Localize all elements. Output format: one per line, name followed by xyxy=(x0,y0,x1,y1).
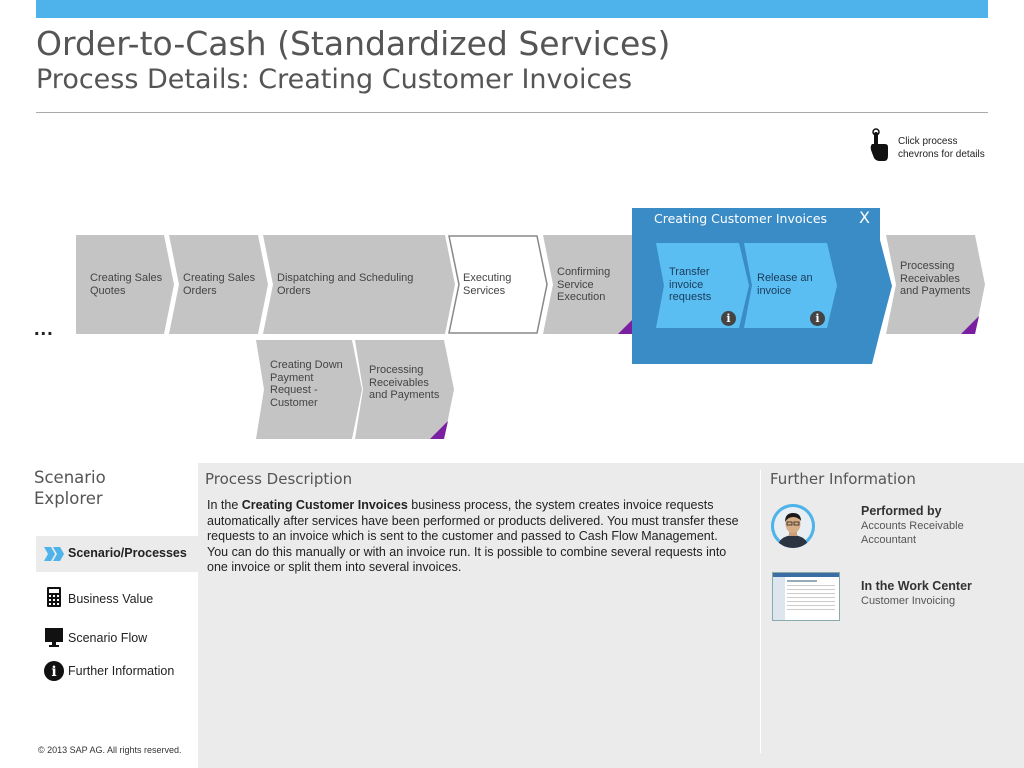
nav-label: Scenario Flow xyxy=(68,631,148,645)
chevron-label: Processing Receivables and Payments xyxy=(369,364,440,401)
chevron-executing-services[interactable]: Executing Services xyxy=(448,235,548,334)
svg-text:i: i xyxy=(51,664,56,680)
scenario-explorer-title: Scenario Explorer xyxy=(34,468,106,508)
work-center-label: In the Work Center xyxy=(861,579,972,593)
chevron-label: Creating Sales Orders xyxy=(183,272,256,297)
chevron-label: Creating Sales Quotes xyxy=(90,272,163,297)
chevron-processing-receivables[interactable]: Processing Receivables and Payments xyxy=(886,235,985,334)
copyright-text: © 2013 SAP AG. All rights reserved. xyxy=(38,745,182,755)
close-group-button[interactable]: X xyxy=(859,208,870,227)
info-icon: i xyxy=(44,661,64,681)
monitor-icon xyxy=(45,628,63,647)
top-accent-bar xyxy=(36,0,988,18)
chevron-creating-down-payment-request[interactable]: Creating Down Payment Request - Customer xyxy=(256,340,362,439)
substep-release-an-invoice[interactable]: Release an invoice xyxy=(744,243,837,328)
info-icon[interactable]: i xyxy=(810,311,825,326)
page-title: Order-to-Cash (Standardized Services) xyxy=(36,24,671,63)
nav-label: Business Value xyxy=(68,592,154,606)
header-divider xyxy=(36,112,988,113)
nav-further-information[interactable]: i Further Information xyxy=(36,654,198,690)
process-description-text: In the Creating Customer Invoices busine… xyxy=(207,498,739,574)
chevron-label: Processing Receivables and Payments xyxy=(900,260,971,297)
group-title: Creating Customer Invoices xyxy=(654,211,828,226)
nav-label: Further Information xyxy=(68,664,175,678)
calculator-icon xyxy=(47,587,61,607)
process-description-title: Process Description xyxy=(205,470,353,488)
panel-divider xyxy=(760,470,761,753)
nav-business-value[interactable]: Business Value xyxy=(36,582,198,618)
nav-scenario-processes[interactable]: Scenario/Processes xyxy=(36,536,198,572)
accountant-avatar xyxy=(771,504,815,548)
further-information-title: Further Information xyxy=(770,470,916,488)
substep-label: Transfer invoice requests xyxy=(669,266,712,303)
double-chevron-icon xyxy=(44,547,64,561)
chevron-confirming-service-execution[interactable]: Confirming Service Execution xyxy=(543,235,642,334)
page-subtitle: Process Details: Creating Customer Invoi… xyxy=(36,64,633,95)
chevron-dispatching-and-scheduling[interactable]: Dispatching and Scheduling Orders xyxy=(263,235,455,334)
chevron-label: Dispatching and Scheduling Orders xyxy=(277,272,414,297)
chevron-label: Creating Down Payment Request - Customer xyxy=(270,359,343,409)
chevron-creating-sales-quotes[interactable]: Creating Sales Quotes xyxy=(76,235,174,334)
more-processes-ellipsis: ... xyxy=(34,318,54,340)
work-center-thumbnail xyxy=(772,572,840,621)
substep-label: Release an invoice xyxy=(757,272,813,297)
hand-pointer-icon xyxy=(870,128,888,161)
substep-transfer-invoice-requests[interactable]: Transfer invoice requests xyxy=(656,243,749,328)
chevron-label: Executing Services xyxy=(463,272,512,297)
work-center-value[interactable]: Customer Invoicing xyxy=(861,595,956,607)
chevron-processing-receivables-branch[interactable]: Processing Receivables and Payments xyxy=(355,340,454,439)
performed-by-value: Accounts Receivable Accountant xyxy=(861,520,964,546)
performed-by-label: Performed by xyxy=(861,504,942,518)
nav-scenario-flow[interactable]: Scenario Flow xyxy=(36,621,198,657)
hint-text: Click process chevrons for details xyxy=(898,136,985,160)
chevron-creating-sales-orders[interactable]: Creating Sales Orders xyxy=(169,235,268,334)
info-icon[interactable]: i xyxy=(721,311,736,326)
details-panel xyxy=(198,463,1024,768)
nav-label: Scenario/Processes xyxy=(68,546,187,560)
chevron-label: Confirming Service Execution xyxy=(557,266,611,303)
